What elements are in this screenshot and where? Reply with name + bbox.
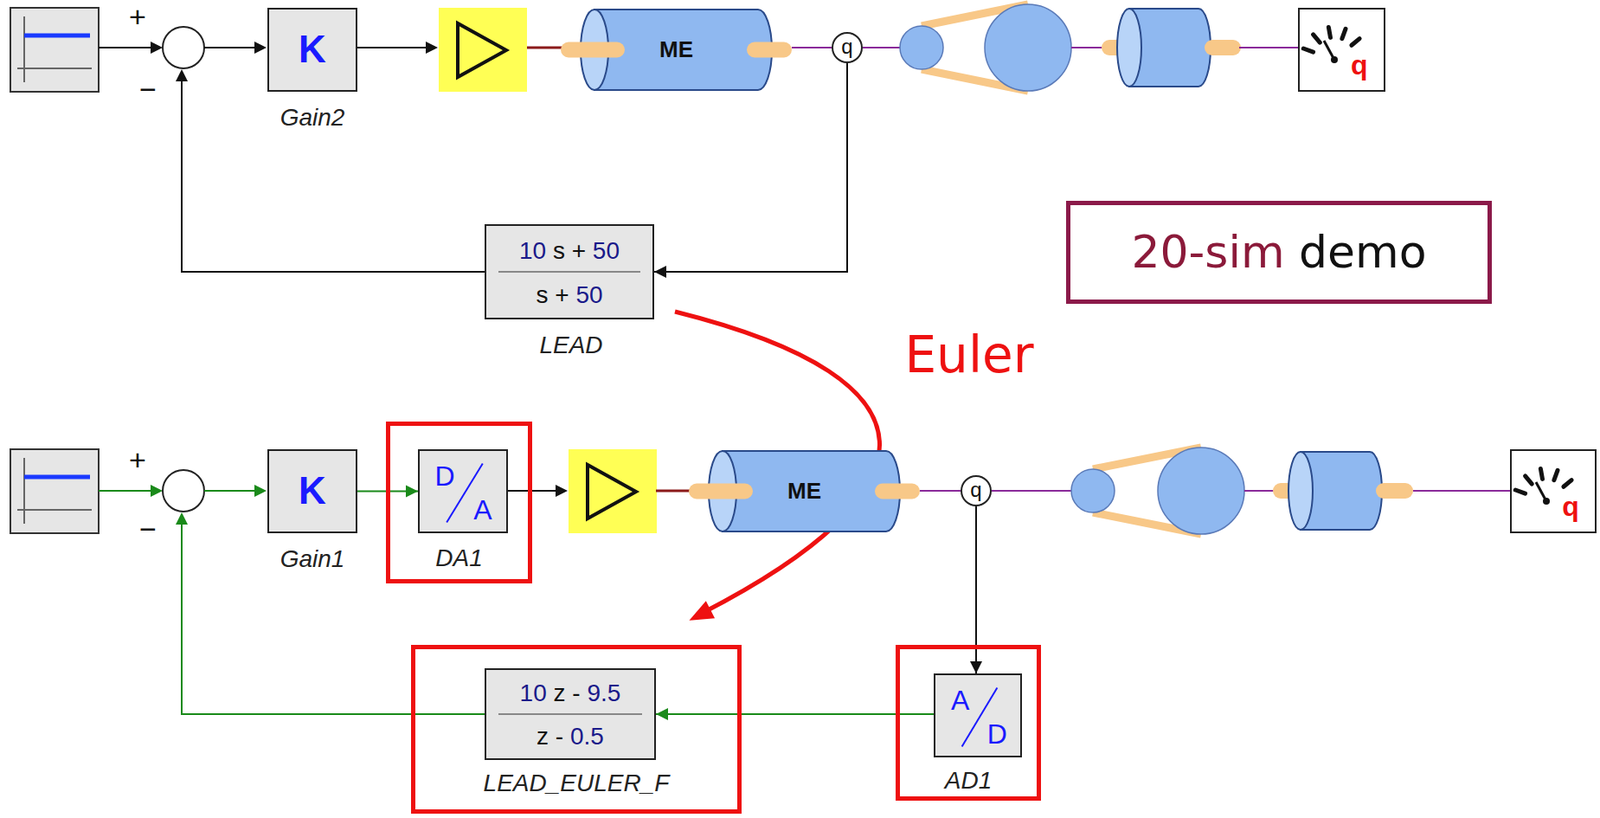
motor-name: ME (787, 478, 822, 505)
annotation: + (128, 0, 147, 34)
converter: DA (417, 449, 508, 534)
symbol: z - (536, 722, 571, 750)
connector (654, 63, 848, 278)
connector (655, 707, 934, 720)
gain-symbol: K (298, 469, 327, 514)
transfer-function: 10 s + 50s + 50LEAD (484, 224, 655, 320)
highlight-frame: LEAD_EULER_F10 z - 9.5z - 0.5 (411, 644, 742, 814)
converter-letter: A (951, 684, 970, 717)
arrowhead (654, 265, 667, 278)
connector (919, 490, 961, 492)
block-name: Gain1 (280, 545, 346, 573)
motor: ME (688, 449, 920, 534)
connector-line (919, 489, 961, 492)
meter-icon (1511, 450, 1599, 535)
meter: q (1297, 7, 1386, 92)
connector (791, 47, 832, 49)
coefficient: 10 (520, 679, 547, 707)
annotation: − (139, 512, 157, 547)
junction: q (831, 32, 863, 64)
arrowhead (405, 485, 418, 498)
brand-word: 20-sim (1130, 225, 1285, 278)
block-name: LEAD_EULER_F (483, 769, 670, 797)
converter-slash (419, 450, 510, 535)
coefficient: 10 (519, 237, 547, 264)
gain-block: KGain1 (267, 449, 358, 534)
connector (357, 485, 418, 498)
block-name: Gain2 (280, 103, 346, 132)
converter: AD (933, 673, 1022, 758)
denominator: s + 50 (535, 281, 603, 309)
annotation: Euler (904, 326, 1034, 385)
arrowhead (655, 707, 669, 720)
motor: ME (560, 7, 792, 92)
connector (970, 506, 983, 674)
transfer-function: 10 z - 9.5z - 0.5 (484, 668, 656, 760)
coefficient: 50 (592, 237, 620, 264)
symbol: z - (546, 679, 588, 707)
meter-signal: q (1561, 490, 1580, 523)
coefficient: 9.5 (586, 679, 621, 707)
converter-letter: D (987, 718, 1008, 751)
highlight-frame: AD1 AD (895, 644, 1041, 801)
block-name: LEAD (539, 331, 603, 360)
motor-name: ME (659, 37, 694, 64)
symbol: s + (546, 237, 593, 264)
block-name: DA1 (435, 544, 482, 572)
annotation: + (128, 443, 147, 477)
connector-line (791, 46, 832, 49)
signal-name: q (970, 477, 982, 502)
title-box: 20-sim demo (1066, 200, 1492, 304)
plain-word: demo (1285, 225, 1427, 278)
denominator: z - 0.5 (536, 722, 605, 751)
converter-slash (935, 674, 1024, 759)
block-name: AD1 (944, 766, 992, 795)
numerator: 10 s + 50 (519, 237, 620, 265)
arrowhead (970, 661, 983, 674)
connector-line (975, 506, 977, 674)
coefficient: 50 (575, 281, 603, 309)
meter-icon (1299, 9, 1388, 94)
demo-title: 20-sim demo (1130, 226, 1427, 279)
meter: q (1510, 449, 1597, 534)
junction: q (960, 475, 992, 507)
converter-letter: A (473, 494, 492, 527)
symbol: s + (535, 281, 576, 309)
converter-letter: D (435, 460, 456, 493)
annotation: − (139, 72, 157, 107)
meter-signal: q (1350, 49, 1369, 82)
gain-block: KGain2 (267, 7, 358, 92)
numerator: 10 z - 9.5 (520, 679, 622, 707)
gain-symbol: K (298, 27, 327, 72)
connector-line (654, 63, 848, 272)
signal-name: q (841, 34, 853, 59)
highlight-frame: DA1 DA (385, 421, 533, 584)
coefficient: 0.5 (570, 722, 605, 750)
connector-line (655, 713, 934, 715)
